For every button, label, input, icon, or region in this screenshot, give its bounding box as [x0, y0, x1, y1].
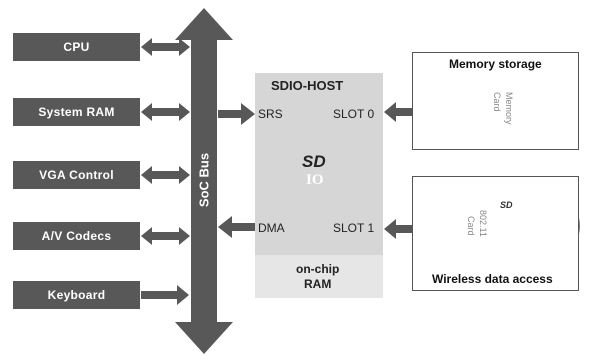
memory-storage-box — [412, 52, 579, 150]
av-codecs-label: A/V Codecs — [41, 229, 112, 243]
wifi-card-text2: Card — [466, 216, 476, 236]
slot1-label: SLOT 1 — [333, 221, 375, 235]
cpu-bus-arrow — [141, 38, 190, 56]
wireless-box — [412, 176, 579, 291]
slot0-label: SLOT 0 — [333, 107, 375, 121]
srs-arrow — [218, 103, 255, 125]
keyboard-label: Keyboard — [47, 288, 106, 302]
wifi-card-text1: 802.11 — [478, 210, 488, 237]
soc-bus-label: SoC Bus — [196, 152, 212, 208]
memory-card-logo: SD — [502, 84, 516, 95]
vga-control-label: VGA Control — [39, 168, 114, 182]
vga-control-block: VGA Control — [13, 161, 140, 189]
on-chip-ram-line2: RAM — [304, 277, 332, 291]
keyboard-block: Keyboard — [13, 281, 140, 309]
ram-bus-arrow — [141, 103, 190, 121]
memory-card-text1: Memory — [504, 92, 514, 125]
dma-arrow — [218, 216, 255, 238]
av-bus-arrow — [141, 227, 190, 245]
on-chip-ram-line1: on-chip — [296, 262, 340, 276]
sdio-logo-top: SD — [302, 152, 326, 171]
wireless-title: Wireless data access — [432, 272, 553, 286]
memory-storage-title: Memory storage — [449, 57, 542, 71]
wifi-card-logo: SD — [500, 200, 513, 210]
system-ram-label: System RAM — [38, 105, 115, 119]
system-ram-block: System RAM — [13, 98, 140, 126]
vga-bus-arrow — [141, 166, 190, 184]
memory-card-text2: Card — [492, 92, 502, 112]
sdio-logo-bottom: IO — [306, 172, 324, 188]
av-codecs-block: A/V Codecs — [13, 222, 140, 250]
cpu-label: CPU — [63, 40, 90, 54]
dma-label: DMA — [258, 221, 285, 235]
on-chip-ram-block — [255, 255, 383, 298]
soc-bus-arrow — [175, 8, 233, 354]
keyboard-bus-arrow — [141, 285, 189, 305]
wifi-badge: Wi-Fi — [523, 221, 541, 228]
sdio-host-title: SDIO-HOST — [271, 78, 344, 93]
srs-label: SRS — [258, 107, 283, 121]
cpu-block: CPU — [13, 33, 140, 61]
